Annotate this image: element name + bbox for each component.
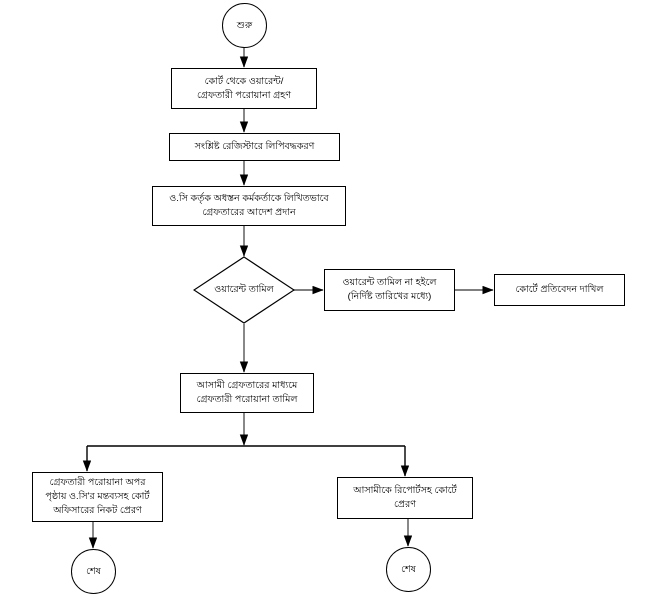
node-send-accused-to-court-line2: প্রেরণ [394, 499, 416, 510]
node-end-left-label: শেষ [86, 565, 101, 577]
node-send-to-court-officer-line2: পৃষ্ঠায় ও.সি'র মন্তব্যসহ কোর্ট [45, 491, 150, 503]
node-not-executed-line1: ওয়ারেন্ট তামিল না হইলে [342, 277, 437, 289]
node-warrant-execution-decision[interactable]: ওয়ারেন্ট তামিল [193, 256, 295, 324]
node-send-to-court-officer[interactable]: গ্রেফতারী পরোয়ানা অপর পৃষ্ঠায় ও.সি'র ম… [32, 472, 163, 522]
node-end-right-label: শেষ [401, 563, 416, 575]
node-execute-by-arrest[interactable]: আসামী গ্রেফতারের মাধ্যমে গ্রেফতারী পরোয়… [180, 373, 314, 413]
node-register-entry[interactable]: সংশ্লিষ্ট রেজিস্টারে লিপিবদ্ধকরণ [169, 133, 340, 161]
node-send-to-court-officer-line3: অফিসারের নিকট প্রেরণ [53, 504, 142, 516]
node-start-label: শুরু [236, 19, 253, 31]
node-warrant-execution-label: ওয়ারেন্ট তামিল [214, 284, 274, 296]
node-start[interactable]: শুরু [222, 3, 267, 48]
node-end-left[interactable]: শেষ [71, 549, 116, 594]
node-receive-warrant[interactable]: কোর্ট থেকে ওয়ারেন্ট/ গ্রেফতারী পরোয়ানা… [171, 68, 317, 109]
diamond-shape [193, 256, 295, 324]
node-end-right[interactable]: শেষ [386, 547, 431, 592]
node-court-report[interactable]: কোর্টে প্রতিবেদন দাখিল [494, 274, 625, 306]
node-send-accused-to-court-line1: আসামীকে রিপোর্টসহ কোর্টে [353, 485, 457, 497]
node-not-executed-line2: (নির্দিষ্ট তারিখের মধ্যে) [347, 291, 432, 302]
node-send-accused-to-court[interactable]: আসামীকে রিপোর্টসহ কোর্টে প্রেরণ [337, 477, 473, 519]
node-oc-order-line1: ও.সি কর্তৃক অধস্তন কর্মকর্তাকে লিখিতভাবে [169, 193, 329, 205]
node-receive-warrant-line2: গ্রেফতারী পরোয়ানা গ্রহণ [197, 89, 291, 101]
node-send-to-court-officer-line1: গ্রেফতারী পরোয়ানা অপর [49, 477, 146, 489]
node-not-executed[interactable]: ওয়ারেন্ট তামিল না হইলে (নির্দিষ্ট তারিখ… [324, 269, 455, 311]
node-receive-warrant-line1: কোর্ট থেকে ওয়ারেন্ট/ [204, 75, 284, 87]
node-oc-order[interactable]: ও.সি কর্তৃক অধস্তন কর্মকর্তাকে লিখিতভাবে… [152, 186, 346, 226]
node-register-entry-line1: সংশ্লিষ্ট রেজিস্টারে লিপিবদ্ধকরণ [194, 141, 315, 153]
node-oc-order-line2: গ্রেফতারের আদেশ প্রদান [202, 207, 296, 218]
node-execute-by-arrest-line1: আসামী গ্রেফতারের মাধ্যমে [196, 380, 298, 392]
node-court-report-line1: কোর্টে প্রতিবেদন দাখিল [515, 284, 604, 296]
node-execute-by-arrest-line2: গ্রেফতারী পরোয়ানা তামিল [196, 394, 298, 405]
